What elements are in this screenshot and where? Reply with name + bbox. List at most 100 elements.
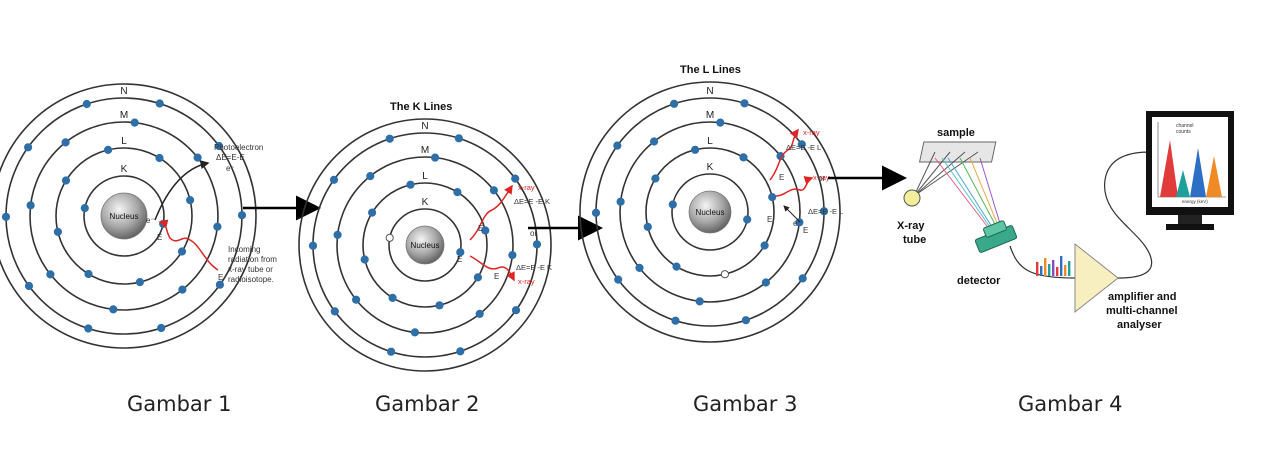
electron — [215, 280, 224, 289]
e-minus-bottom: e⁻ — [146, 216, 155, 225]
shell-label: M — [421, 145, 429, 156]
electron — [672, 262, 681, 271]
pulse-bar — [1052, 260, 1055, 276]
l-e-minus: e⁻ — [793, 219, 802, 228]
electron-vacancy — [385, 233, 394, 242]
electron — [671, 316, 680, 325]
electron-shell — [29, 121, 219, 311]
shell-label: L — [121, 136, 127, 147]
electron — [61, 176, 71, 185]
panel3-annotations: x-ray ΔE=E -E L x-ray ΔE=E -E L E E E e⁻… — [767, 128, 843, 235]
electron — [743, 215, 752, 224]
nucleus — [405, 225, 445, 265]
l-or-label: or — [818, 174, 825, 183]
electron — [130, 118, 139, 127]
k-xray-top: x-ray — [518, 183, 535, 192]
screen-label-1: channel — [1176, 123, 1194, 129]
shell-label: M — [120, 110, 128, 121]
electron — [46, 270, 55, 279]
detector-label: detector — [957, 275, 1001, 287]
electron — [178, 285, 187, 294]
electron-shell — [83, 175, 165, 257]
electron — [508, 251, 517, 260]
electron — [177, 247, 187, 256]
electron — [456, 248, 465, 257]
electron — [24, 143, 33, 152]
outer-ring — [298, 118, 552, 372]
electron — [330, 307, 339, 316]
electron — [650, 137, 659, 146]
electron-shell — [362, 182, 488, 308]
pulse-bar — [1064, 265, 1067, 276]
l-eq-bottom: ΔE=E -E L — [808, 207, 843, 216]
xray-tube — [903, 189, 921, 207]
caption-gambar-1: Gambar 1 — [127, 392, 232, 416]
electron — [104, 145, 113, 154]
l-e1-label: E — [767, 215, 772, 224]
electron — [532, 240, 542, 249]
electron — [24, 281, 34, 291]
electron — [740, 99, 749, 108]
l-lines-title: The L Lines — [680, 64, 741, 76]
electron — [155, 99, 164, 108]
electron — [366, 172, 375, 181]
electron — [741, 316, 751, 325]
electron — [1, 212, 11, 221]
electron — [155, 153, 164, 163]
pulse-bar — [1048, 264, 1051, 276]
k-lines-title: The K Lines — [390, 101, 452, 113]
xray-tube-label-2: tube — [903, 234, 926, 246]
detector — [974, 220, 1018, 253]
nucleus-label: Nucleus — [110, 212, 139, 221]
electron — [61, 138, 70, 147]
electron — [668, 200, 677, 209]
shell-label: N — [706, 86, 713, 97]
electron — [475, 309, 484, 318]
incoming-e-label: E — [218, 273, 223, 282]
incoming-line-3: x-ray tube or — [228, 265, 273, 274]
electron — [237, 211, 247, 220]
electron — [308, 241, 318, 250]
amplifier — [1074, 242, 1119, 314]
electron-shell — [619, 121, 801, 303]
electron — [360, 255, 369, 264]
electron — [670, 99, 679, 108]
electron — [760, 241, 769, 250]
electron — [329, 175, 339, 184]
sample-rays — [913, 151, 1003, 231]
pulse-bar — [1060, 256, 1063, 276]
outer-ring — [0, 83, 257, 349]
shell-label: K — [422, 197, 429, 208]
k-or-label: or — [530, 229, 537, 238]
screen-label-2: counts — [1176, 129, 1191, 135]
caption-gambar-2: Gambar 2 — [375, 392, 480, 416]
electron — [511, 174, 520, 183]
k-e1-label: E — [478, 224, 483, 233]
electron — [84, 269, 93, 279]
l-e2-label: E — [779, 173, 784, 182]
electron — [135, 278, 144, 287]
l-xray-top: x-ray — [803, 128, 820, 137]
pulse-bars — [1036, 256, 1071, 276]
electron — [333, 230, 342, 239]
panel1-annotations: Photoelectron ΔE=E-E e⁻ e⁻ E Incoming ra… — [146, 143, 277, 284]
electron — [435, 301, 444, 310]
spectrum-peak-red — [1160, 140, 1178, 197]
incoming-line-4: radioisotope. — [228, 275, 274, 284]
shell-label: K — [121, 164, 128, 175]
electron — [109, 305, 118, 314]
electron — [387, 347, 396, 356]
photoelectron-label: Photoelectron — [214, 143, 263, 152]
electron — [819, 207, 829, 216]
nucleus-label: Nucleus — [411, 241, 440, 250]
electron — [456, 347, 465, 356]
electron — [368, 208, 377, 217]
k-eq-top: ΔE=E -E K — [514, 197, 550, 206]
incoming-line-2: radiation from — [228, 255, 277, 264]
electron — [406, 180, 415, 189]
electron — [385, 134, 394, 143]
nucleus — [100, 192, 148, 240]
k-xray-bottom: x-ray — [518, 277, 535, 286]
